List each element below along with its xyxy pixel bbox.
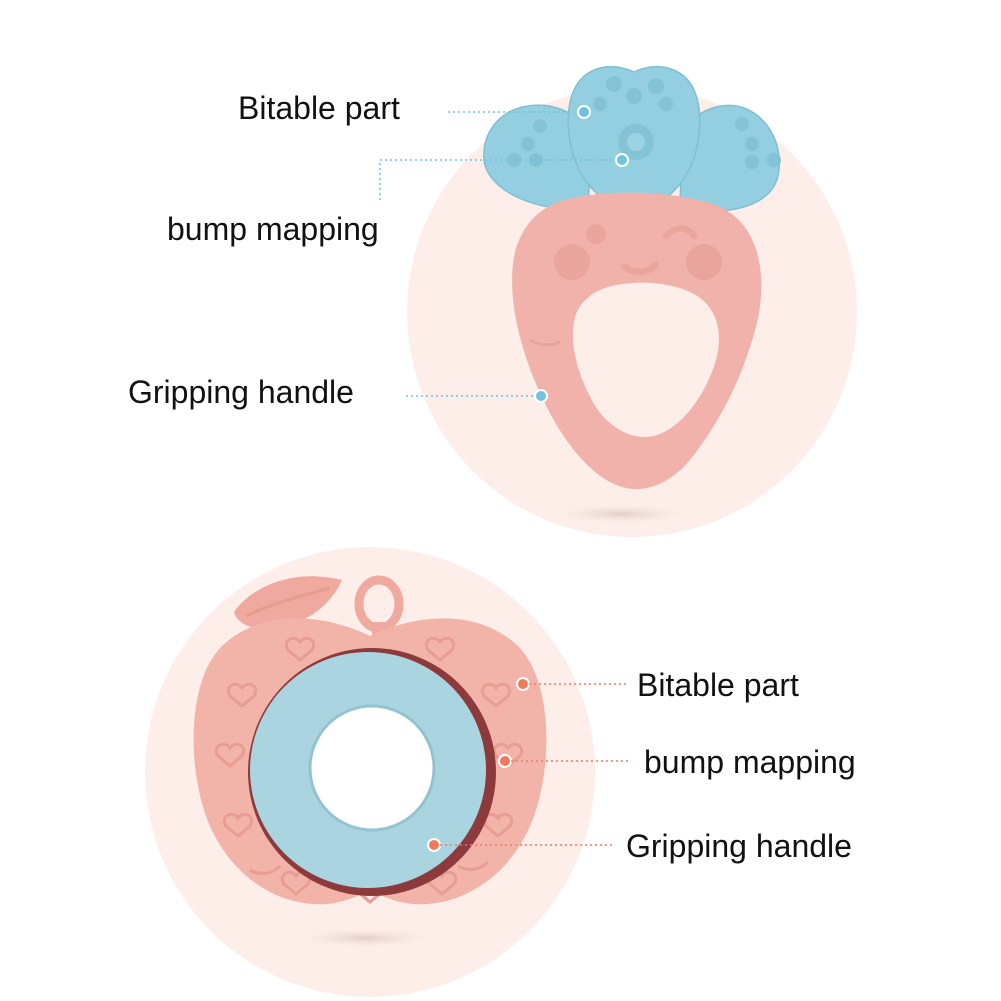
carrot-face	[554, 224, 722, 280]
top-bump-dot	[615, 153, 629, 167]
top-callouts	[379, 105, 629, 403]
bottom-bump-label: bump mapping	[644, 744, 856, 780]
apple-leaf-vein	[245, 586, 331, 618]
carrot-leaf-bumps	[507, 76, 781, 169]
apple-ring-inner-shade	[308, 704, 436, 832]
bottom-bump-dot	[498, 754, 512, 768]
carrot-leaf-ring-bump	[618, 124, 654, 160]
top-grip-label: Gripping handle	[128, 374, 354, 410]
top-grip-dot	[534, 389, 548, 403]
carrot-leaf-right	[679, 104, 781, 212]
bottom-grip-label: Gripping handle	[626, 828, 852, 864]
top-bitable-label: Bitable part	[238, 90, 400, 126]
top-bitable-dot	[577, 105, 591, 119]
bottom-product-group	[145, 547, 628, 997]
top-product-group	[379, 65, 857, 537]
bottom-bitable-dot	[516, 677, 530, 691]
apple-leaf	[234, 576, 342, 629]
top-bump-label: bump mapping	[167, 211, 379, 247]
apple-ring-hole	[310, 706, 434, 830]
top-bump-leader	[379, 159, 618, 200]
carrot-left-ridge	[529, 338, 561, 347]
top-shadow	[558, 505, 686, 523]
bottom-grip-dot	[427, 838, 441, 852]
bottom-bitable-label: Bitable part	[637, 667, 799, 703]
bottom-callouts	[427, 677, 628, 852]
carrot-leaves	[483, 65, 781, 213]
bottom-shadow	[302, 929, 430, 947]
